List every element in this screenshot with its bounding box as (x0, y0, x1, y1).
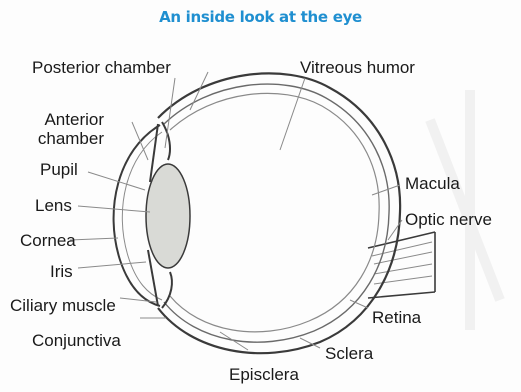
label-retina: Retina (372, 308, 421, 327)
leader-lines (70, 72, 402, 350)
label-sclera: Sclera (325, 344, 373, 363)
anterior-chamber-text: Anterior chamber (38, 110, 104, 148)
label-pupil: Pupil (40, 160, 78, 179)
retina-outline (170, 93, 379, 331)
label-conjunctiva: Conjunctiva (32, 331, 121, 350)
label-iris: Iris (50, 262, 73, 281)
label-optic-nerve: Optic nerve (405, 210, 492, 229)
label-episclera: Episclera (229, 365, 299, 384)
leader-posterior-chamber-2 (190, 72, 208, 110)
sclera-outline (158, 73, 400, 353)
leader-macula (372, 185, 400, 195)
leader-cornea (70, 238, 118, 240)
label-posterior-chamber: Posterior chamber (32, 58, 171, 77)
label-cornea: Cornea (20, 231, 76, 250)
choroid-outline (164, 84, 389, 342)
label-anterior-chamber: Anterior chamber (12, 110, 104, 148)
leader-iris (78, 262, 146, 268)
label-ciliary-muscle: Ciliary muscle (10, 296, 116, 315)
label-vitreous-humor: Vitreous humor (300, 58, 415, 77)
leader-ciliary-muscle (120, 298, 156, 302)
eyeball-shape (158, 73, 400, 353)
lens-shape (146, 164, 190, 268)
label-lens: Lens (35, 196, 72, 215)
leader-posterior-chamber (165, 78, 175, 148)
label-macula: Macula (405, 174, 460, 193)
leader-vitreous-humor (280, 78, 305, 150)
